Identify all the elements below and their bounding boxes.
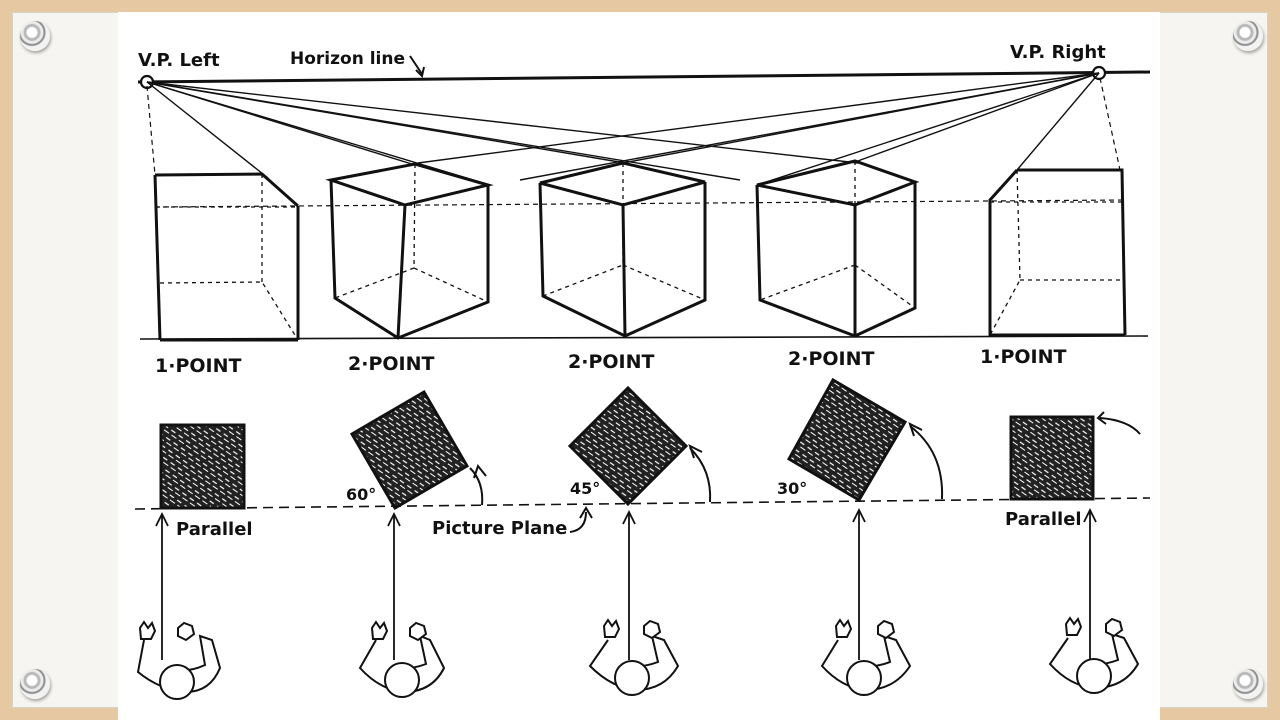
plan-square-60	[349, 389, 470, 511]
observer-figures	[136, 616, 1140, 700]
horizon-line	[137, 70, 1151, 84]
vp-left-label: V.P. Left	[138, 50, 220, 71]
pushpin-icon	[1233, 669, 1263, 699]
cube-2-point-right	[755, 159, 920, 338]
angle-label-30: 30°	[777, 479, 807, 498]
observer-figure	[136, 620, 222, 700]
cube-2-point-left	[325, 162, 494, 340]
angle-label-45: 45°	[570, 479, 600, 498]
plan-square-30	[786, 377, 908, 503]
plan-square-parallel-left	[159, 423, 246, 510]
ground-line	[139, 335, 1149, 340]
label-2-point-center: 2·POINT	[568, 351, 654, 373]
horizon-pointer-arrow	[409, 55, 423, 75]
drawing-sheet	[118, 12, 1160, 720]
angle-label-60: 60°	[346, 485, 376, 504]
label-1-point-right: 1·POINT	[980, 346, 1066, 368]
label-2-point-left: 2·POINT	[348, 353, 434, 375]
picture-plane-line	[134, 497, 1151, 510]
angle-arcs	[469, 411, 1141, 506]
sight-lines	[155, 507, 1097, 660]
converging-lines	[146, 72, 1100, 186]
pushpin-icon	[20, 21, 50, 51]
cube-1-point-right	[988, 168, 1127, 337]
cube-1-point-left	[153, 172, 300, 342]
cube-2-point-center	[538, 161, 707, 338]
parallel-label-right: Parallel	[1005, 509, 1082, 530]
label-1-point-left: 1·POINT	[155, 355, 241, 377]
pushpin-icon	[1233, 21, 1263, 51]
plan-square-parallel-right	[1009, 415, 1095, 501]
observer-figure	[820, 618, 912, 696]
picture-plane-label: Picture Plane	[432, 518, 567, 539]
observer-figure	[588, 618, 680, 696]
horizon-label: Horizon line	[290, 49, 405, 69]
parallel-label-left: Parallel	[176, 519, 253, 540]
plan-square-45	[567, 385, 689, 507]
vp-right-label: V.P. Right	[1010, 42, 1106, 63]
pushpin-icon	[20, 669, 50, 699]
label-2-point-right: 2·POINT	[788, 348, 874, 370]
observer-figure	[358, 620, 446, 698]
observer-figure	[1048, 616, 1140, 694]
plan-squares	[159, 377, 1095, 511]
